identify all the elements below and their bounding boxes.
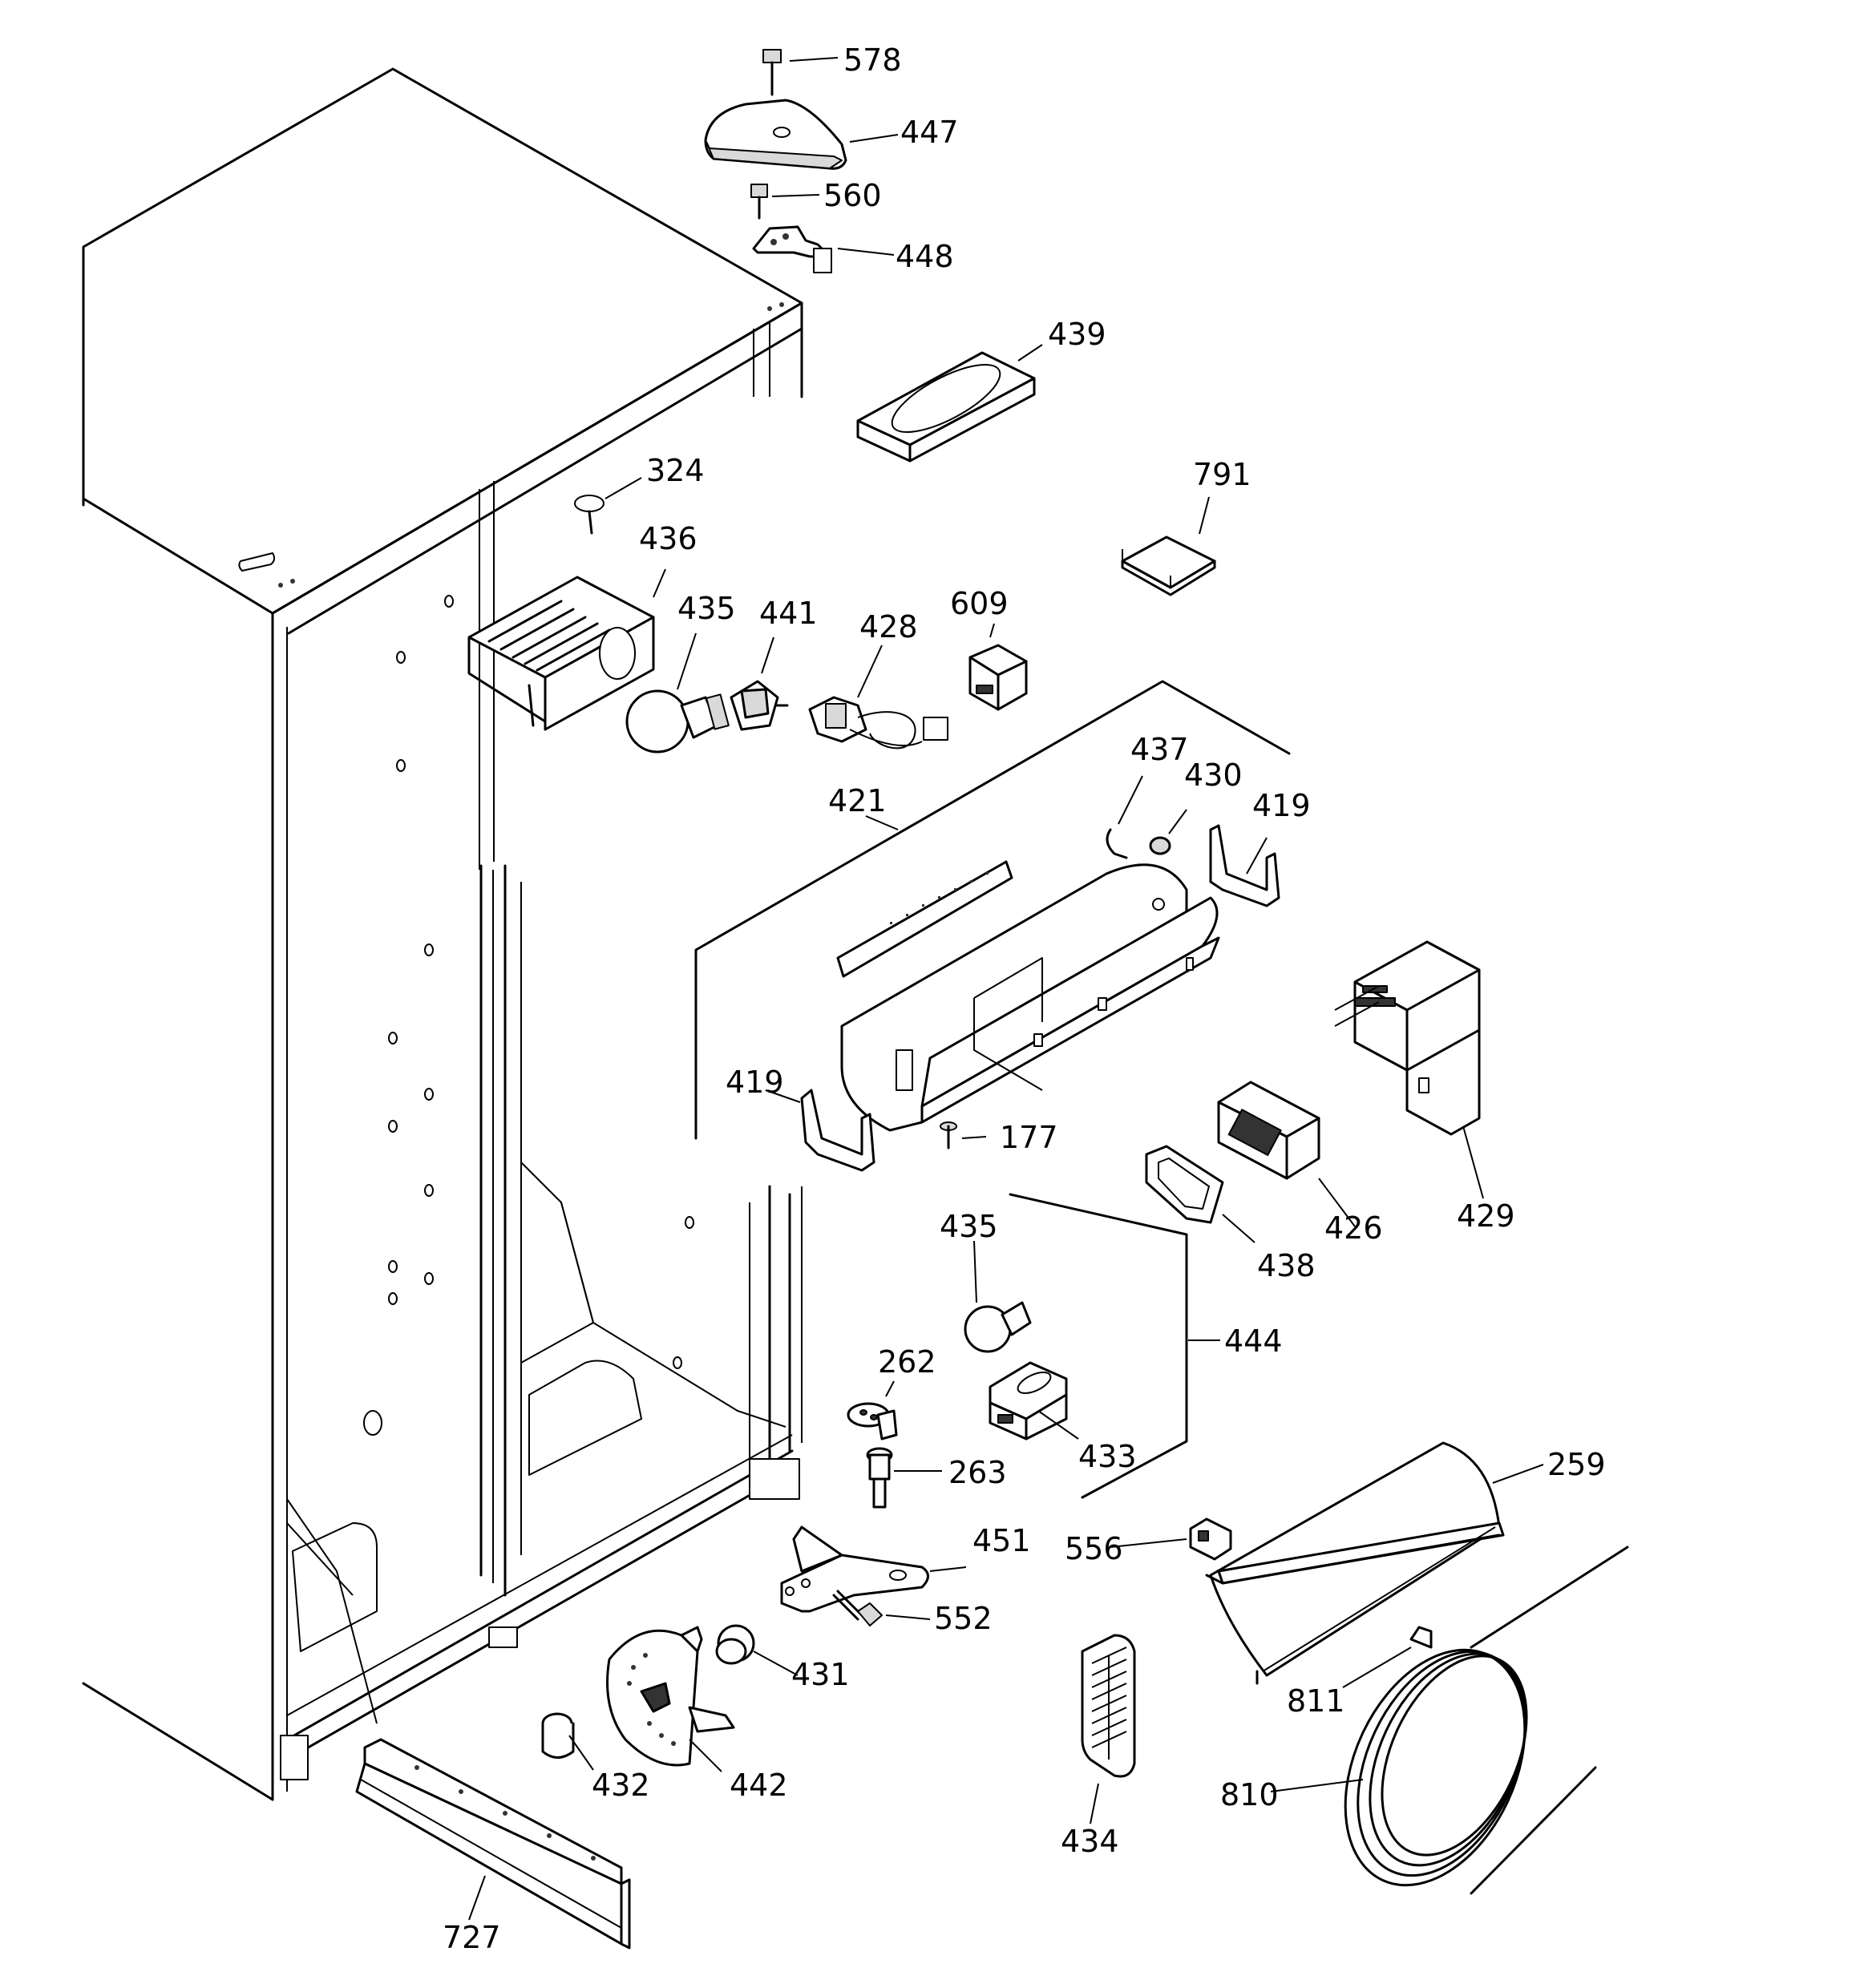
- part-436-light-shield: [467, 568, 666, 731]
- part-448-hinge: [752, 225, 895, 273]
- label-727: 727: [443, 1920, 501, 1955]
- label-324: 324: [646, 453, 705, 488]
- label-432: 432: [592, 1768, 650, 1803]
- label-430: 430: [1184, 758, 1243, 793]
- part-447-hinge-cover: [704, 99, 899, 170]
- part-433-socket: [989, 1361, 1079, 1440]
- part-259-cover: [1205, 1441, 1544, 1685]
- label-442: 442: [730, 1768, 788, 1803]
- part-552-screw: [832, 1590, 931, 1626]
- label-811: 811: [1287, 1683, 1345, 1719]
- part-435-bulb-lower: [964, 1240, 1032, 1353]
- part-262-clip: [847, 1380, 898, 1440]
- label-609: 609: [950, 586, 1009, 621]
- part-451-bracket: [780, 1525, 967, 1613]
- part-441-socket: [730, 636, 789, 731]
- label-262: 262: [878, 1344, 936, 1380]
- part-421-bracket-line: [694, 680, 1291, 1140]
- label-259: 259: [1547, 1447, 1606, 1482]
- label-433: 433: [1078, 1439, 1137, 1474]
- label-434: 434: [1061, 1824, 1119, 1859]
- label-177: 177: [1000, 1120, 1058, 1155]
- label-438: 438: [1257, 1248, 1316, 1283]
- part-810-tubing-coil: [1270, 1546, 1629, 1895]
- part-442-damper-control: [606, 1626, 735, 1772]
- part-419-bracket-lower: [765, 1089, 875, 1172]
- part-556-clip: [1110, 1517, 1232, 1561]
- label-419-upper: 419: [1252, 788, 1311, 823]
- label-435-upper: 435: [677, 591, 736, 626]
- label-556: 556: [1065, 1531, 1123, 1566]
- part-419-bracket-upper: [1209, 824, 1280, 907]
- label-560: 560: [823, 178, 882, 213]
- label-436: 436: [639, 521, 698, 556]
- label-447: 447: [900, 115, 959, 150]
- part-811-clip: [1342, 1626, 1433, 1688]
- label-451: 451: [972, 1523, 1031, 1558]
- label-263: 263: [948, 1455, 1007, 1490]
- label-419-lower: 419: [726, 1065, 784, 1100]
- part-727-base-grille: [355, 1738, 631, 1950]
- label-448: 448: [896, 239, 954, 274]
- part-560-screw: [750, 184, 820, 220]
- part-324-clip: [574, 477, 642, 535]
- label-441: 441: [759, 596, 818, 631]
- label-435-lower: 435: [940, 1209, 998, 1244]
- part-434-grille: [1081, 1634, 1136, 1824]
- part-430-cap: [1149, 809, 1187, 855]
- part-578-screw: [762, 49, 839, 96]
- label-429: 429: [1457, 1198, 1515, 1234]
- label-421: 421: [828, 783, 887, 818]
- callout-labels: 578 447 560 448 439 324 791 436 435 441 …: [443, 42, 1606, 1955]
- part-435-bulb-upper: [625, 632, 730, 754]
- label-439: 439: [1048, 317, 1106, 352]
- part-428-switch-harness: [808, 644, 948, 750]
- label-810: 810: [1220, 1777, 1279, 1812]
- label-426: 426: [1324, 1210, 1383, 1246]
- part-444-bracket-line: [1009, 1193, 1220, 1499]
- label-431: 431: [791, 1657, 850, 1692]
- part-426-housing: [1217, 1081, 1356, 1227]
- part-439-tray: [856, 344, 1043, 463]
- label-791: 791: [1193, 457, 1251, 492]
- part-421-dispenser-housing: [836, 860, 1220, 1132]
- part-263-pin: [866, 1447, 942, 1509]
- part-609-relay: [968, 623, 1028, 711]
- part-437-wire: [1106, 775, 1143, 859]
- part-791-cover: [1121, 496, 1216, 596]
- label-428: 428: [859, 609, 918, 644]
- label-444: 444: [1224, 1323, 1283, 1359]
- part-429-module: [1334, 940, 1484, 1199]
- label-578: 578: [843, 42, 902, 78]
- label-437: 437: [1130, 732, 1189, 767]
- refrigerator-cabinet: [82, 67, 803, 1801]
- part-432-bushing: [541, 1712, 594, 1771]
- label-552: 552: [934, 1601, 993, 1636]
- part-431-knob: [715, 1624, 799, 1676]
- part-177-screw: [940, 1121, 987, 1150]
- part-438-gasket: [1145, 1145, 1256, 1243]
